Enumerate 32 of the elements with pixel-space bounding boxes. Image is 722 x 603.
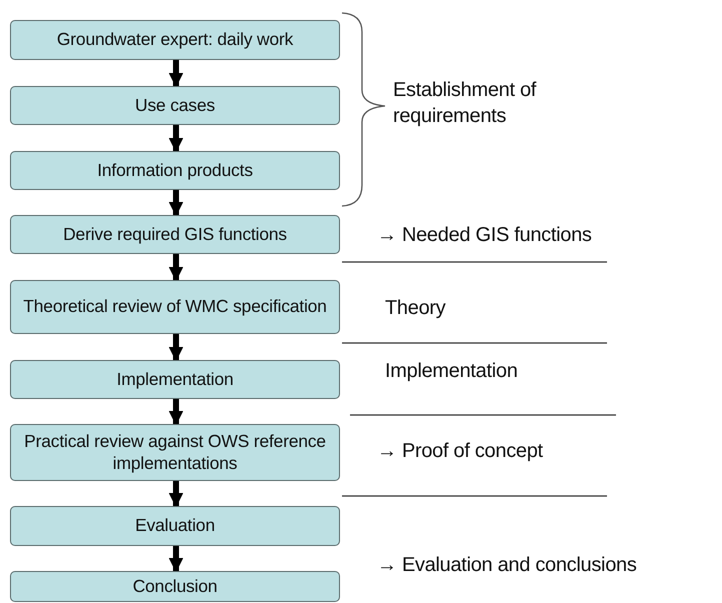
phase-label: Theory bbox=[385, 296, 446, 321]
arrow bbox=[168, 125, 184, 152]
process-box bbox=[10, 151, 340, 190]
box-label: Derive required GIS functions bbox=[63, 224, 287, 246]
process-box bbox=[10, 86, 340, 125]
process-box bbox=[10, 215, 340, 254]
box-label: Practical review against OWS reference implementations bbox=[23, 430, 327, 474]
process-box bbox=[10, 20, 340, 60]
box-label: Information products bbox=[97, 160, 253, 182]
phase-label: Implementation bbox=[385, 359, 519, 384]
phase-label: → Needed GIS functions bbox=[377, 223, 593, 248]
box-label: Implementation bbox=[116, 368, 234, 390]
arrow bbox=[168, 546, 184, 572]
arrow bbox=[168, 399, 184, 426]
phase-label: → Proof of concept bbox=[377, 439, 544, 464]
process-box bbox=[10, 506, 340, 546]
arrow bbox=[168, 481, 184, 508]
process-box bbox=[10, 424, 340, 481]
phase-label: Establishment of requirements bbox=[393, 78, 538, 129]
box-label: Groundwater expert: daily work bbox=[56, 29, 294, 51]
box-label: Conclusion bbox=[132, 576, 218, 598]
box-label: Theoretical review of WMC specification bbox=[23, 296, 327, 318]
process-box bbox=[10, 571, 340, 602]
process-box bbox=[10, 360, 340, 399]
process-box bbox=[10, 280, 340, 334]
arrow bbox=[168, 60, 184, 88]
phase-label: → Evaluation and conclusions bbox=[377, 553, 638, 578]
arrow bbox=[168, 190, 184, 216]
arrow bbox=[168, 334, 184, 362]
arrow bbox=[168, 254, 184, 282]
box-label: Evaluation bbox=[135, 515, 215, 537]
box-label: Use cases bbox=[135, 94, 215, 116]
